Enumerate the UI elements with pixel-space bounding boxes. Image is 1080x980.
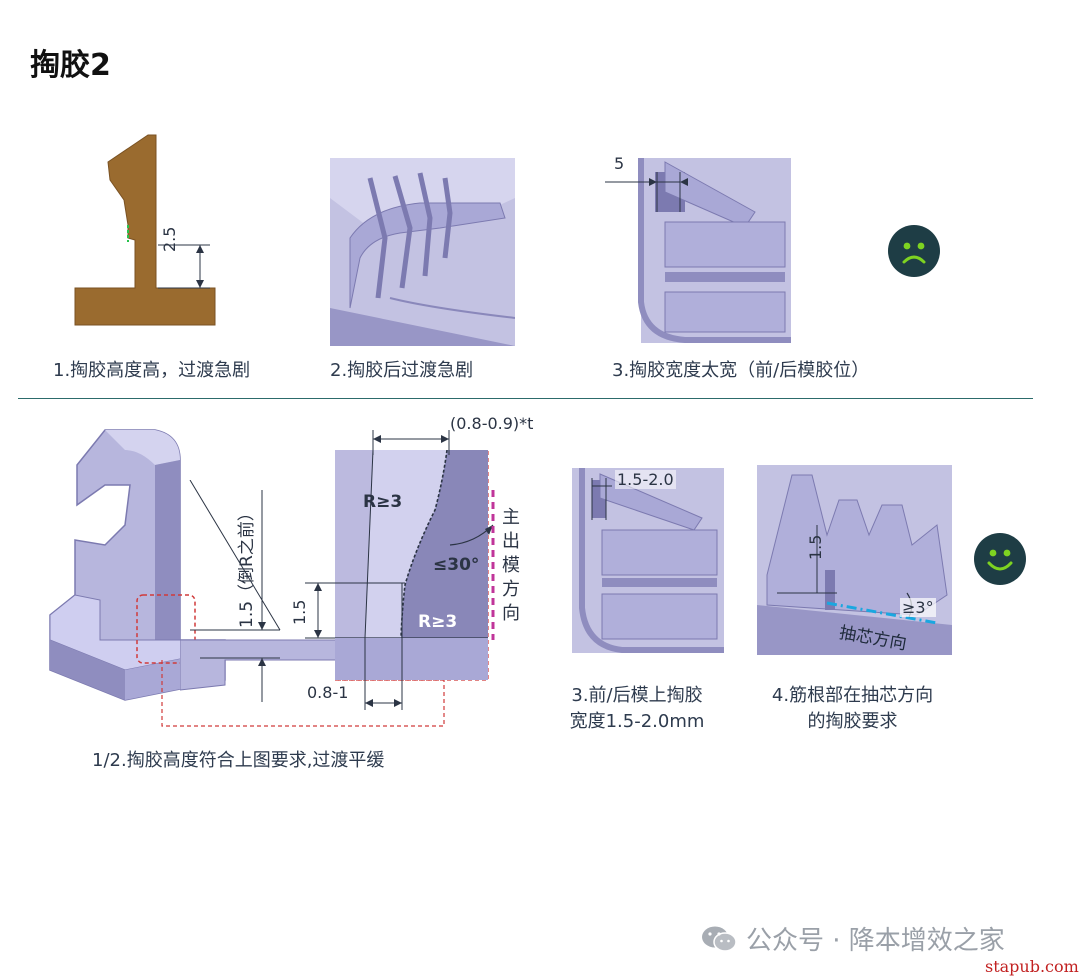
bad-caption-2: 2.掏胶后过渡急剧 [330,360,474,381]
good-fig4-part [757,465,952,655]
bad-fig1-height-dim: 2.5 [160,226,179,252]
caption-line: 4.筋根部在抽芯方向 [771,685,934,706]
good-fig1-dimension [189,480,281,702]
good-fig1-part [49,429,226,701]
good-fig2-r-bottom: R≥3 [418,612,458,632]
footer-account: 公众号 · 降本增效之家 [700,920,1005,957]
good-fig4-height-dim: 1.5 [806,534,825,560]
direction-char: 向 [502,603,520,624]
caption-line: 3.前/后模上掏胶 [571,685,703,706]
bad-fig3-width-dim: 5 [614,154,625,173]
good-fig4-angle: ≥3° [900,598,936,617]
watermark: stapub.com [985,957,1079,976]
direction-char: 出 [502,531,520,552]
bad-fig1-profile [74,134,216,326]
good-fig2-section [335,450,489,681]
footer-account-text: 公众号 · 降本增效之家 [746,926,1005,956]
direction-char: 方 [502,579,520,600]
bad-caption-1: 1.掏胶高度高，过渡急剧 [53,360,251,381]
direction-char: 主 [502,507,520,528]
good-fig2-r-top: R≥3 [363,492,403,512]
good-fig2-angle: ≤30° [433,555,480,575]
bad-fig3-part [605,158,791,343]
wechat-icon [702,926,737,952]
good-fig3-part [572,468,724,653]
good-fig2-top-dim: (0.8-0.9)*t [450,414,534,433]
good-fig1-height-label: 1.5（倒R之前） [237,504,257,628]
caption-line: 的掏胶要求 [807,711,898,732]
good-fig3-width-dim: 1.5-2.0 [615,470,676,489]
good-fig2-bottom-dim: 0.8-1 [307,683,349,702]
good-fig3-caption: 3.前/后模上掏胶 宽度1.5-2.0mm [542,683,732,735]
good-fig2-direction-label: 主 出 模 方 向 [502,506,520,626]
good-fig2-left-dim: 1.5 [290,599,309,625]
page-title: 掏胶2 [30,48,111,83]
good-caption-12: 1/2.掏胶高度符合上图要求,过渡平缓 [92,750,385,771]
caption-line: 宽度1.5-2.0mm [569,711,705,732]
bad-fig2-part [330,158,515,346]
section-divider [18,398,1033,399]
good-fig2-dimensions [305,430,495,710]
good-fig4-caption: 4.筋根部在抽芯方向 的掏胶要求 [745,683,960,735]
sad-face-icon [888,225,940,277]
bad-caption-3: 3.掏胶宽度太宽（前/后模胶位） [612,360,870,381]
good-fig1-base-extension [180,639,340,691]
direction-char: 模 [502,555,520,576]
smile-face-icon [974,533,1026,585]
